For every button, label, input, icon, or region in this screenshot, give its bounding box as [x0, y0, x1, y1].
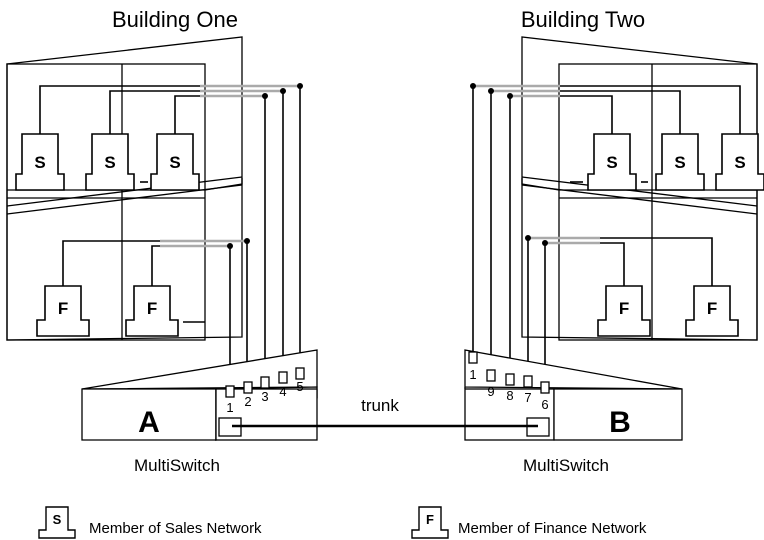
legend-sales: S Member of Sales Network	[38, 506, 262, 539]
finance-node-letter: F	[147, 299, 157, 318]
switch-a-ports	[225, 367, 305, 398]
finance-node: F	[597, 285, 651, 337]
sales-node-letter: S	[734, 153, 745, 172]
switch-b-port-label: 1	[469, 367, 476, 382]
sales-node-letter: S	[34, 153, 45, 172]
building-one	[6, 36, 243, 341]
building-two-cabling	[470, 83, 741, 382]
switch-a-port-label: 5	[296, 379, 303, 394]
finance-node: F	[685, 285, 739, 337]
legend-sales-text: Member of Sales Network	[89, 520, 262, 537]
building-one-cabling	[39, 83, 303, 386]
sales-legend-icon-letter: S	[53, 512, 62, 527]
sales-node: S	[655, 133, 705, 191]
sales-node: S	[15, 133, 65, 191]
finance-legend-icon-letter: F	[426, 512, 434, 527]
finance-node-letter: F	[619, 299, 629, 318]
switch-a-caption: MultiSwitch	[134, 456, 220, 475]
switch-b-port-label: 6	[541, 397, 548, 412]
switch-b-letter: B	[609, 406, 631, 439]
switch-a-port-label: 3	[261, 389, 268, 404]
trunk-label: trunk	[361, 396, 399, 415]
finance-legend-icon: F	[411, 506, 449, 539]
sales-node: S	[715, 133, 764, 191]
multiswitch-b: B	[464, 349, 683, 441]
switch-a-port-label: 2	[244, 394, 251, 409]
sales-node-letter: S	[674, 153, 685, 172]
finance-node-letter: F	[58, 299, 68, 318]
legend-finance-text: Member of Finance Network	[458, 520, 647, 537]
sales-legend-icon: S	[38, 506, 76, 539]
sales-node-letter: S	[104, 153, 115, 172]
sales-node-letter: S	[169, 153, 180, 172]
legend-finance: F Member of Finance Network	[411, 506, 647, 539]
sales-node: S	[587, 133, 637, 191]
finance-node-letter: F	[707, 299, 717, 318]
finance-node: F	[36, 285, 90, 337]
switch-b-ports	[468, 351, 550, 394]
finance-node: F	[125, 285, 179, 337]
building-one-title: Building One	[112, 7, 238, 32]
building-two-title: Building Two	[521, 7, 645, 32]
switch-a-port-label: 4	[279, 384, 286, 399]
switch-b-caption: MultiSwitch	[523, 456, 609, 475]
switch-a-letter: A	[138, 406, 160, 439]
switch-a-port-label: 1	[226, 400, 233, 415]
sales-node-letter: S	[606, 153, 617, 172]
switch-b-port-label: 9	[487, 384, 494, 399]
switch-b-port-label: 8	[506, 388, 513, 403]
sales-node: S	[150, 133, 200, 191]
sales-node: S	[85, 133, 135, 191]
switch-b-port-label: 7	[524, 390, 531, 405]
